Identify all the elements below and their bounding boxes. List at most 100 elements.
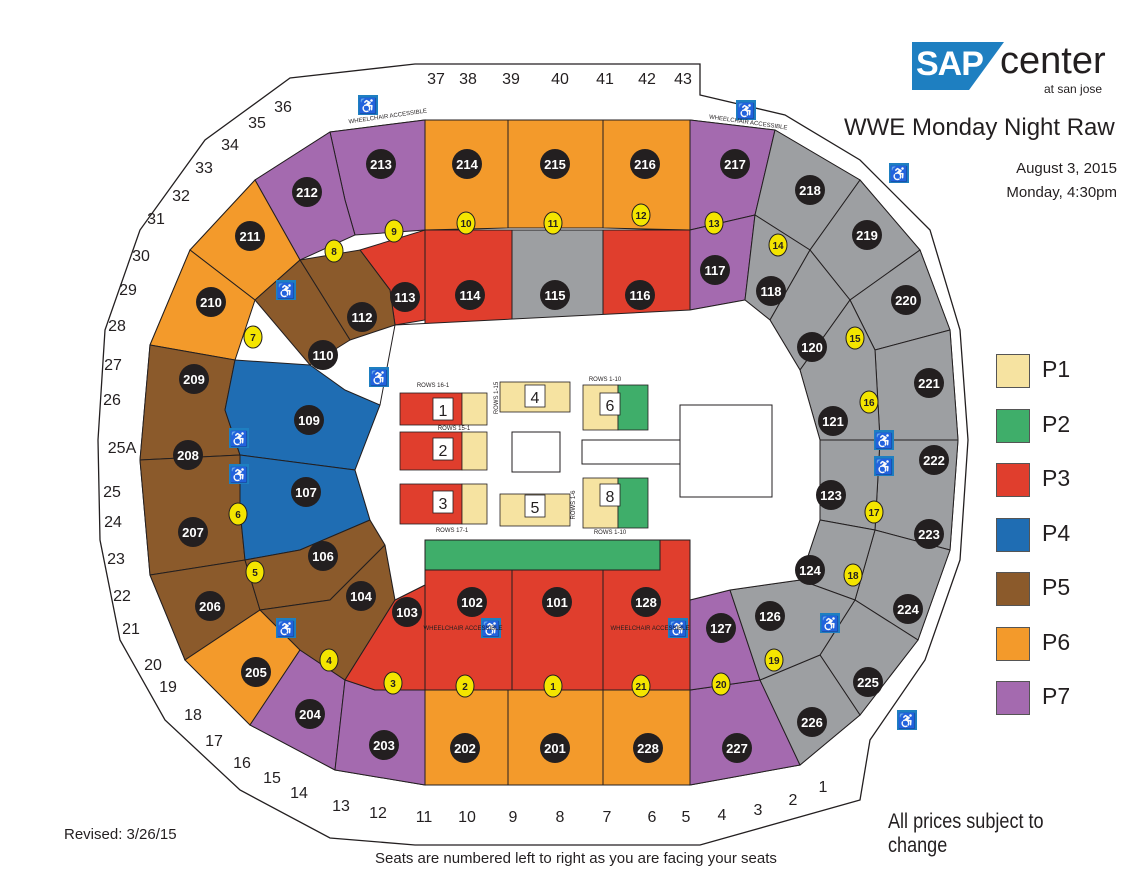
section-label[interactable]: 225 (857, 675, 879, 690)
suite-label[interactable]: 26 (103, 392, 121, 409)
section-label[interactable]: 211 (240, 229, 261, 244)
suite-label[interactable]: 41 (596, 71, 614, 88)
section-label[interactable]: 115 (545, 288, 566, 303)
section-label[interactable]: 206 (199, 599, 221, 614)
section-label[interactable]: 213 (370, 157, 392, 172)
suite-label[interactable]: 21 (122, 621, 140, 638)
floor-block[interactable] (617, 384, 649, 431)
suite-label[interactable]: 43 (674, 71, 692, 88)
suite-label[interactable]: 40 (551, 71, 569, 88)
section-label[interactable]: 103 (396, 605, 418, 620)
suite-label[interactable]: 7 (603, 809, 612, 826)
suite-label[interactable]: 34 (221, 137, 239, 154)
section-label[interactable]: 113 (395, 290, 416, 305)
suite-label[interactable]: 8 (556, 809, 565, 826)
section-label[interactable]: 109 (298, 413, 320, 428)
suite-label[interactable]: 18 (184, 707, 202, 724)
section-label[interactable]: 219 (856, 228, 878, 243)
section-label[interactable]: 102 (461, 595, 483, 610)
section-label[interactable]: 127 (710, 621, 732, 636)
suite-label[interactable]: 3 (754, 802, 763, 819)
suite-label[interactable]: 22 (113, 588, 131, 605)
section-label[interactable]: 220 (895, 293, 917, 308)
suite-label[interactable]: 27 (104, 357, 122, 374)
suite-label[interactable]: 2 (789, 792, 798, 809)
section-label[interactable]: 117 (705, 263, 726, 278)
section-label[interactable]: 210 (200, 295, 222, 310)
section-label[interactable]: 207 (182, 525, 204, 540)
section-label[interactable]: 227 (726, 741, 748, 756)
suite-label[interactable]: 24 (104, 514, 122, 531)
section-label[interactable]: 201 (544, 741, 566, 756)
section-label[interactable]: 218 (799, 183, 821, 198)
suite-label[interactable]: 36 (274, 99, 292, 116)
section-label[interactable]: 104 (350, 589, 372, 604)
floor-block[interactable] (617, 477, 649, 529)
suite-label[interactable]: 42 (638, 71, 656, 88)
suite-label[interactable]: 39 (502, 71, 520, 88)
section-label[interactable]: 116 (630, 288, 651, 303)
section-label[interactable]: 123 (820, 488, 842, 503)
section-label[interactable]: 221 (918, 376, 940, 391)
section-label[interactable]: 205 (245, 665, 267, 680)
section-label[interactable]: 114 (460, 288, 482, 303)
section-label[interactable]: 118 (761, 284, 782, 299)
suite-label[interactable]: 14 (290, 785, 308, 802)
suite-label[interactable]: 25A (108, 440, 137, 457)
suite-label[interactable]: 15 (263, 770, 281, 787)
suite-label[interactable]: 37 (427, 71, 445, 88)
section-label[interactable]: 110 (313, 348, 334, 363)
suite-label[interactable]: 12 (369, 805, 387, 822)
section-label[interactable]: 203 (373, 738, 395, 753)
section-label[interactable]: 216 (634, 157, 656, 172)
section-label[interactable]: 126 (759, 609, 781, 624)
suite-label[interactable]: 1 (819, 779, 828, 796)
suite-label[interactable]: 28 (108, 318, 126, 335)
suite-label[interactable]: 30 (132, 248, 150, 265)
suite-label[interactable]: 20 (144, 657, 162, 674)
section-label[interactable]: 106 (312, 549, 334, 564)
section-label[interactable]: 214 (456, 157, 478, 172)
section-label[interactable]: 212 (296, 185, 318, 200)
section-label[interactable]: 215 (544, 157, 566, 172)
section-label[interactable]: 202 (454, 741, 476, 756)
suite-label[interactable]: 5 (682, 809, 691, 826)
section-label[interactable]: 217 (724, 157, 746, 172)
section-label[interactable]: 223 (918, 527, 940, 542)
section-label[interactable]: 204 (299, 707, 321, 722)
section-label[interactable]: 120 (801, 340, 823, 355)
section-label[interactable]: 224 (897, 602, 919, 617)
floor-block[interactable] (461, 483, 488, 525)
suite-label[interactable]: 6 (648, 809, 657, 826)
floor-block[interactable] (461, 392, 488, 426)
suite-label[interactable]: 23 (107, 551, 125, 568)
suite-label[interactable]: 19 (159, 679, 177, 696)
suite-label[interactable]: 16 (233, 755, 251, 772)
suite-label[interactable]: 10 (458, 809, 476, 826)
section-label[interactable]: 228 (637, 741, 659, 756)
suite-label[interactable]: 4 (718, 807, 727, 824)
section-label[interactable]: 128 (635, 595, 657, 610)
section-label[interactable]: 222 (923, 453, 945, 468)
section-label[interactable]: 101 (546, 595, 568, 610)
section-label[interactable]: 124 (799, 563, 821, 578)
suite-label[interactable]: 13 (332, 798, 350, 815)
suite-label[interactable]: 9 (509, 809, 518, 826)
suite-label[interactable]: 11 (416, 809, 433, 826)
section-label[interactable]: 112 (352, 310, 373, 325)
suite-label[interactable]: 29 (119, 282, 137, 299)
suite-label[interactable]: 31 (147, 211, 165, 228)
lower-section[interactable] (424, 539, 661, 571)
suite-label[interactable]: 33 (195, 160, 213, 177)
section-label[interactable]: 209 (183, 372, 205, 387)
suite-label[interactable]: 32 (172, 188, 190, 205)
section-label[interactable]: 107 (295, 485, 317, 500)
floor-block[interactable] (461, 431, 488, 471)
section-label[interactable]: 226 (801, 715, 823, 730)
suite-label[interactable]: 38 (459, 71, 477, 88)
suite-label[interactable]: 25 (103, 484, 121, 501)
suite-label[interactable]: 35 (248, 115, 266, 132)
section-label[interactable]: 121 (822, 414, 844, 429)
section-label[interactable]: 208 (177, 448, 199, 463)
suite-label[interactable]: 17 (205, 733, 223, 750)
